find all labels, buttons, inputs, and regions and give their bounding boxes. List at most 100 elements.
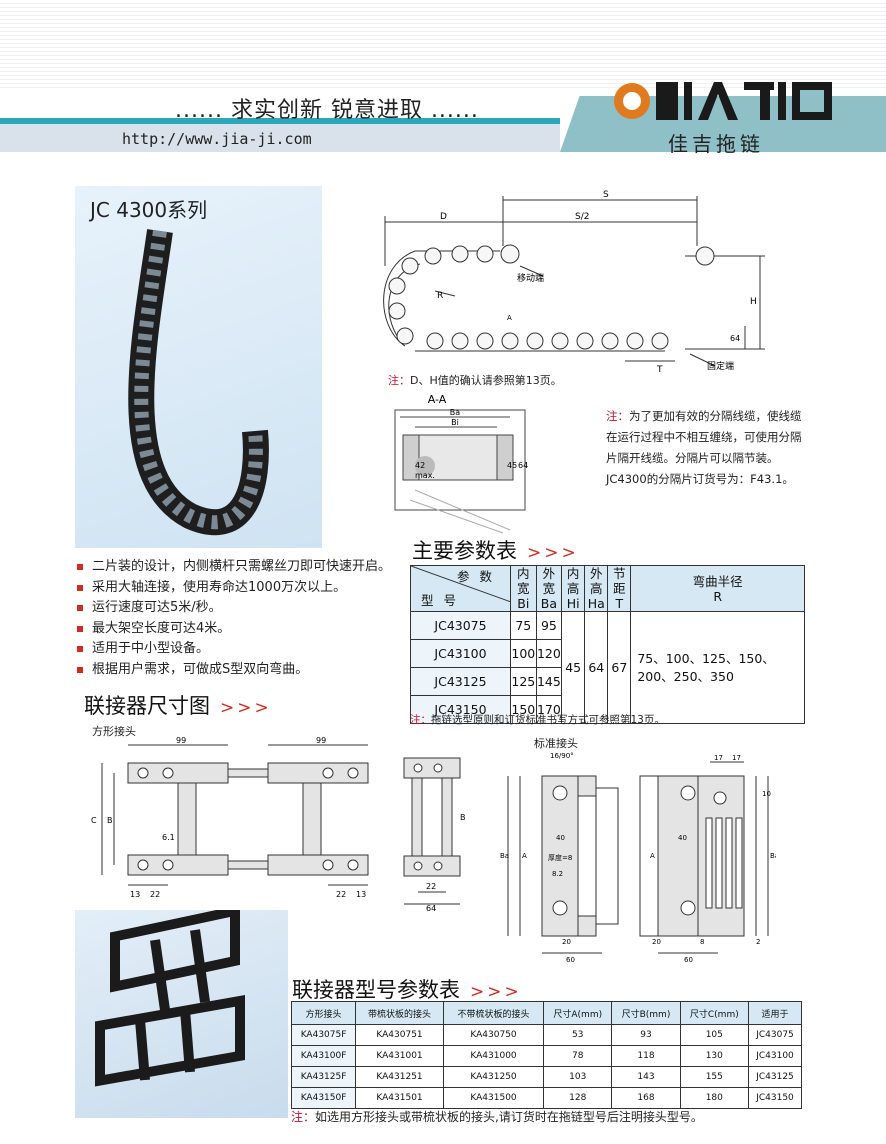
- svg-text:40: 40: [556, 834, 565, 842]
- diagram-note: 注：D、H值的确认请参照第13页。: [388, 374, 562, 387]
- dim-r: R: [437, 291, 443, 301]
- col-header: 带梳状板的接头: [355, 1001, 444, 1025]
- svg-text:Ba: Ba: [500, 852, 509, 860]
- svg-text:60: 60: [684, 956, 693, 963]
- website-link[interactable]: http://www.jia-ji.com: [122, 130, 312, 148]
- svg-text:22: 22: [336, 890, 346, 899]
- connector-table-title: 联接器型号参数表>>>: [292, 978, 522, 1002]
- col-header: 尺寸B(mm): [611, 1001, 681, 1025]
- svg-text:22: 22: [426, 882, 436, 891]
- svg-text:60: 60: [566, 956, 575, 963]
- svg-text:64: 64: [426, 904, 436, 912]
- svg-text:99: 99: [316, 736, 326, 745]
- square-connector-drawing: 99 99 C B 6.1 13 22 22 13: [91, 736, 369, 899]
- dim-42: 42: [415, 461, 425, 470]
- section-mark-a: A: [507, 314, 512, 322]
- slogan: ...... 求实创新 锐意进取 ......: [175, 98, 479, 123]
- col-header: 方形接头: [290, 1001, 357, 1025]
- connector-side-drawing: B 22 64: [403, 757, 466, 912]
- feature-item: 采用大轴连接，使用寿命达1000万次以上。: [76, 578, 391, 599]
- diagonal-line: [411, 566, 511, 602]
- dim-max: max.: [415, 471, 435, 480]
- col-header: 不带梳状板的接头: [442, 1001, 545, 1025]
- connector-photo: [75, 904, 288, 1118]
- chain-side-diagram: S S/2 D R H T 64 A 移动端 固定端: [383, 190, 765, 375]
- connector-illustration: [95, 904, 245, 1087]
- moving-end-label: 移动端: [517, 272, 544, 284]
- svg-text:2: 2: [756, 938, 760, 946]
- feature-item: 根据用户需求，可做成S型双向弯曲。: [76, 660, 391, 681]
- feature-item: 适用于中小型设备。: [76, 639, 391, 660]
- standard-connector-label: 标准接头: [534, 737, 578, 750]
- feature-list: 二片装的设计，内侧横杆只需螺丝刀即可快速开启。 采用大轴连接，使用寿命达1000…: [76, 557, 391, 680]
- svg-text:8.2: 8.2: [552, 870, 563, 878]
- section-aa-title: A-A: [428, 393, 447, 406]
- table-row: JC43100 100 120: [410, 639, 805, 668]
- hi-value: 45: [561, 611, 586, 724]
- connector-note: 注：如选用方形接头或带梳状板的接头,请订货时在拖链型号后注明接头型号。: [291, 1110, 703, 1124]
- dim-64: 64: [730, 334, 740, 343]
- svg-text:99: 99: [176, 736, 186, 745]
- fixed-end-label: 固定端: [707, 360, 734, 372]
- dim-d: D: [440, 212, 447, 222]
- dim-s: S: [603, 190, 609, 200]
- svg-text:20: 20: [562, 938, 571, 946]
- series-title: JC 4300系列: [90, 198, 208, 222]
- table-row: JC43125 125 145: [410, 667, 805, 696]
- separator-note: 注：为了更加有效的分隔线缆，使线缆在运行过程中不相互缠绕，可使用分隔片隔开线缆。…: [606, 409, 802, 486]
- svg-text:17: 17: [714, 754, 723, 762]
- svg-text:B: B: [107, 816, 113, 825]
- svg-text:16/90°: 16/90°: [550, 752, 574, 760]
- section-aa-diagram: A-A Ba Bi 45 64 42 max.: [394, 393, 528, 534]
- main-params-title: 主要参数表>>>: [412, 539, 579, 563]
- connector-drawing-title: 联接器尺寸图>>>: [84, 694, 272, 718]
- header-accent-line: [0, 118, 560, 124]
- dim-h: H: [750, 297, 757, 307]
- dim-bi: Bi: [451, 418, 459, 427]
- table-corner-header: 参数型号: [410, 565, 511, 612]
- svg-text:B: B: [460, 813, 466, 822]
- svg-text:A: A: [522, 852, 527, 860]
- col-header: 适用于: [748, 1001, 802, 1025]
- svg-text:A: A: [650, 852, 655, 860]
- company-name: 佳吉拖链: [668, 132, 764, 156]
- header-band: [0, 124, 560, 152]
- company-logo: [614, 82, 832, 120]
- svg-text:13: 13: [356, 890, 366, 899]
- params-note: 注：拖链选型原则和订货标准书写方式可参照第13页。: [410, 714, 665, 726]
- dim-45: 45: [507, 461, 517, 470]
- col-header: 尺寸C(mm): [679, 1001, 750, 1025]
- dim-ba: Ba: [450, 408, 460, 417]
- svg-text:22: 22: [150, 890, 160, 899]
- col-header: 尺寸A(mm): [543, 1001, 613, 1025]
- dim-t: T: [656, 365, 663, 375]
- standard-connector-drawing: 16/90° 40 厚度=8 8.2 20 60 A Ba 17 17 10 4…: [500, 752, 776, 963]
- square-connector-label: 方形接头: [92, 725, 136, 738]
- svg-text:6.1: 6.1: [162, 833, 175, 842]
- dim-s-half: S/2: [575, 212, 589, 222]
- feature-item: 最大架空长度可达4米。: [76, 619, 391, 640]
- cable-chain-illustration: [128, 229, 269, 536]
- connector-params-table: 方形接头 带梳状板的接头 不带梳状板的接头 尺寸A(mm) 尺寸B(mm) 尺寸…: [290, 1001, 802, 1109]
- svg-text:17: 17: [732, 754, 741, 762]
- feature-item: 运行速度可达5米/秒。: [76, 598, 391, 619]
- svg-text:20: 20: [652, 938, 661, 946]
- ha-value: 64: [584, 611, 609, 724]
- radius-value: 75、100、125、150、200、250、350: [630, 611, 805, 724]
- header-stripes: [0, 0, 886, 90]
- svg-text:10: 10: [762, 790, 771, 798]
- svg-text:8: 8: [700, 938, 704, 946]
- svg-text:厚度=8: 厚度=8: [548, 853, 572, 862]
- svg-text:C: C: [91, 816, 97, 825]
- table-row: JC43075 75 95 45 64 67 75、100、125、150、20…: [410, 611, 805, 724]
- svg-text:40: 40: [678, 834, 687, 842]
